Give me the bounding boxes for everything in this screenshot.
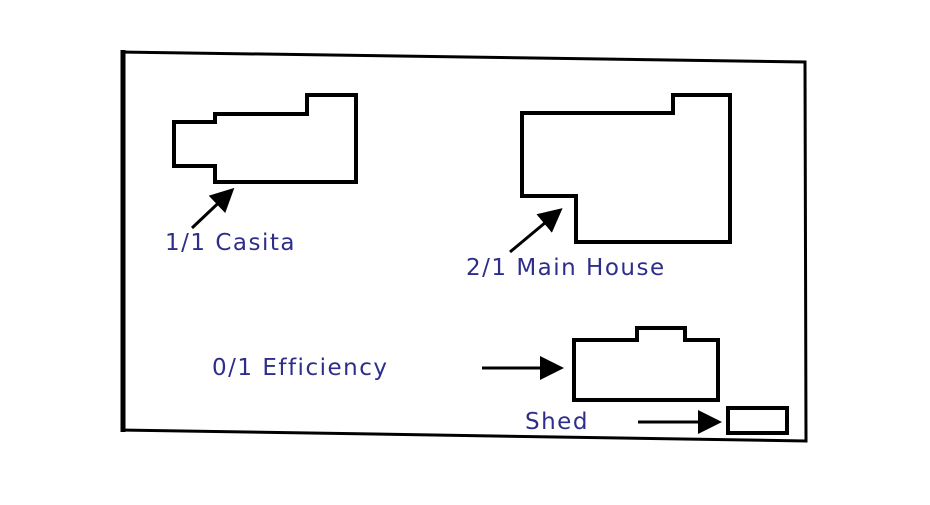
- casita-arrow: [190, 187, 235, 230]
- casita-building: [172, 93, 358, 184]
- efficiency-building: [572, 326, 720, 402]
- main-house-arrow: [509, 208, 563, 254]
- shed-label: Shed: [525, 409, 589, 435]
- efficiency-label: 0/1 Efficiency: [212, 355, 388, 381]
- shed-building: [726, 406, 789, 435]
- main-house-building: [520, 93, 732, 244]
- main-house-label: 2/1 Main House: [466, 255, 666, 281]
- casita-label: 1/1 Casita: [165, 230, 296, 256]
